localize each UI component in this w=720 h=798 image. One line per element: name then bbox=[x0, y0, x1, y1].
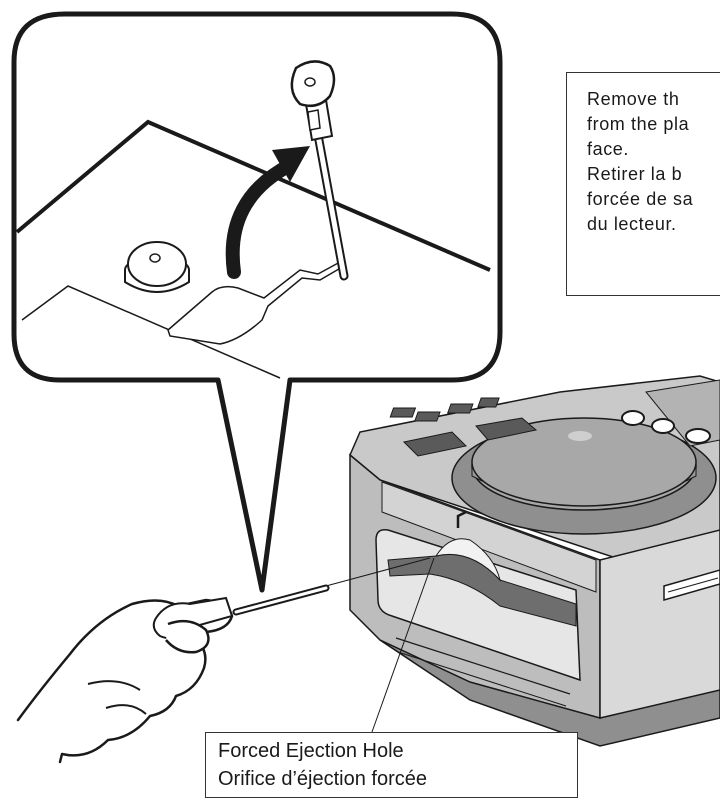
player-right-side bbox=[599, 529, 720, 719]
cd-player-icon bbox=[349, 375, 720, 747]
player-front-bezel bbox=[381, 481, 597, 593]
instruction-callout: Remove th from the pla face. Retirer la … bbox=[566, 72, 720, 296]
ejection-pin-icon bbox=[290, 60, 349, 281]
leader-line-pin-to-hole bbox=[325, 557, 431, 587]
instruction-fr-line-2: forcée de sa bbox=[587, 189, 694, 209]
instruction-fr-line-1: Retirer la b bbox=[587, 164, 683, 184]
curved-arrow-icon bbox=[225, 146, 310, 279]
top-round-buttons bbox=[621, 410, 711, 444]
round-button-icon bbox=[124, 241, 190, 293]
top-rect-buttons bbox=[389, 397, 500, 422]
instruction-en-line-3: face. bbox=[587, 139, 630, 159]
instruction-fr-line-3: du lecteur. bbox=[587, 214, 677, 234]
inset-lower-edge bbox=[21, 285, 281, 379]
label-en: Forced Ejection Hole bbox=[218, 740, 404, 762]
inset-scene bbox=[15, 60, 491, 379]
slot-indicator-mark bbox=[456, 510, 467, 528]
inset-top-edge bbox=[15, 119, 491, 272]
thumb bbox=[165, 619, 210, 654]
left-pad-2 bbox=[475, 417, 538, 441]
leader-line-label-to-hole bbox=[371, 557, 435, 733]
disc-edge-visible bbox=[434, 538, 501, 582]
hand-icon bbox=[16, 584, 330, 764]
jog-dial-icon bbox=[451, 417, 717, 535]
instruction-en-line-1: Remove th bbox=[587, 89, 680, 109]
instruction-en-line-2: from the pla bbox=[587, 114, 690, 134]
label-fr: Orifice d’éjection forcée bbox=[218, 768, 427, 790]
left-pad-1 bbox=[402, 431, 468, 457]
magnified-inset bbox=[11, 11, 503, 593]
forced-ejection-hole-label: Forced Ejection Hole Orifice d’éjection … bbox=[205, 732, 578, 798]
